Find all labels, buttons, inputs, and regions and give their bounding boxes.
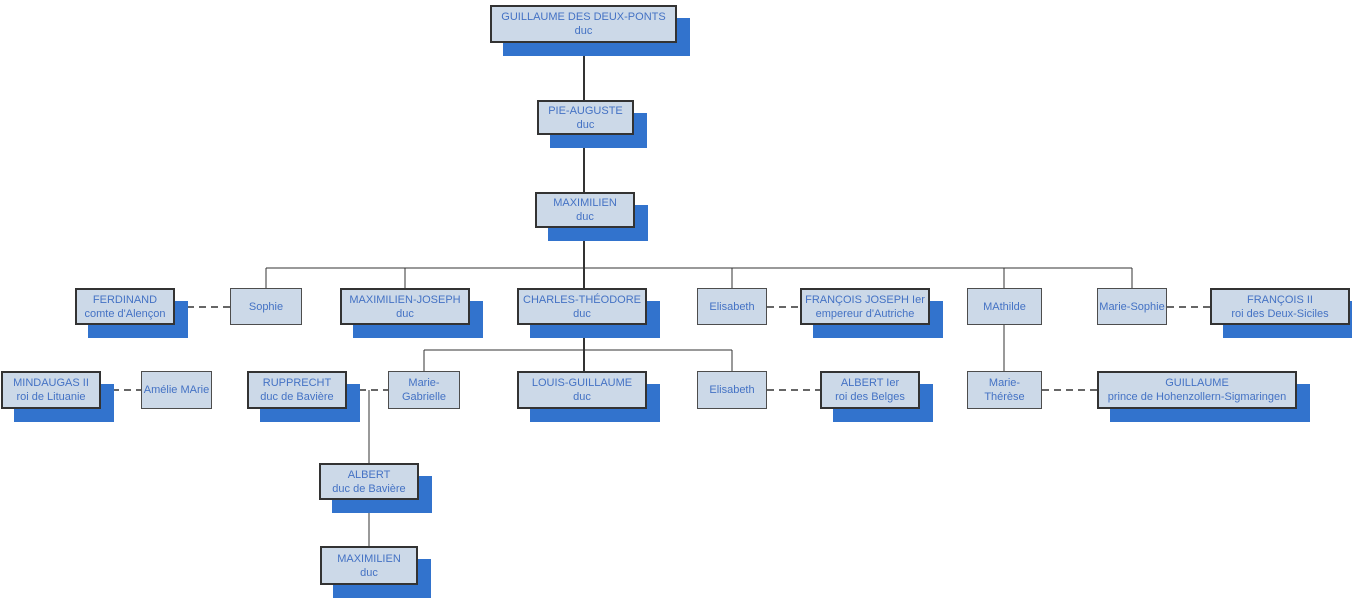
person-title: prince de Hohenzollern-Sigmaringen	[1107, 391, 1287, 403]
node-guillaume-hohenzollern[interactable]: GUILLAUME prince de Hohenzollern-Sigmari…	[1097, 371, 1297, 409]
person-name: Elisabeth	[709, 384, 755, 396]
node-ferdinand[interactable]: FERDINAND comte d'Alençon	[75, 288, 175, 325]
person-name: GUILLAUME	[1165, 377, 1229, 389]
node-elisabeth-reine[interactable]: Elisabeth	[697, 371, 767, 409]
person-title: duc de Bavière	[332, 482, 406, 495]
node-albert-ier[interactable]: ALBERT Ier roi des Belges	[820, 371, 920, 409]
person-title: duc	[576, 211, 594, 223]
person-title: duc	[573, 391, 591, 403]
node-marie-therese[interactable]: Marie- Thérèse	[967, 371, 1042, 409]
person-name: ALBERT	[347, 468, 391, 481]
person-name: ALBERT Ier	[840, 377, 900, 389]
person-name: Marie-Sophie	[1099, 300, 1165, 313]
person-name: MAXIMILIEN	[553, 197, 617, 209]
node-marie-gabrielle[interactable]: Marie- Gabrielle	[388, 371, 460, 409]
node-elisabeth-imperatrice[interactable]: Elisabeth	[697, 288, 767, 325]
node-francois-ii[interactable]: FRANÇOIS II roi des Deux-Siciles	[1210, 288, 1350, 325]
node-guillaume-des-deux-ponts[interactable]: GUILLAUME DES DEUX-PONTS duc	[490, 5, 677, 43]
person-name: FRANÇOIS II	[1246, 293, 1313, 306]
node-maximilien-joseph[interactable]: MAXIMILIEN-JOSEPH duc	[340, 288, 470, 325]
person-title: duc	[396, 307, 414, 320]
person-name: PIE-AUGUSTE	[548, 104, 623, 117]
node-pie-auguste[interactable]: PIE-AUGUSTE duc	[537, 100, 634, 135]
person-title: duc	[574, 25, 593, 37]
person-title: duc de Bavière	[260, 391, 334, 403]
person-name: LOUIS-GUILLAUME	[531, 377, 633, 389]
person-name: MAXIMILIEN	[337, 552, 401, 565]
person-title: duc	[576, 118, 595, 131]
person-name: Amélie MArie	[143, 384, 210, 396]
person-title: roi de Lituanie	[16, 391, 86, 403]
node-mathilde[interactable]: MAthilde	[967, 288, 1042, 325]
person-name: MINDAUGAS II	[13, 377, 89, 389]
node-marie-sophie[interactable]: Marie-Sophie	[1097, 288, 1167, 325]
person-name: CHARLES-THÉODORE	[523, 293, 641, 306]
person-name: Marie- Thérèse	[984, 377, 1025, 403]
person-name: Sophie	[248, 300, 284, 313]
node-maximilien-duc[interactable]: MAXIMILIEN duc	[535, 192, 635, 228]
person-title: roi des Deux-Siciles	[1231, 307, 1329, 320]
node-louis-guillaume[interactable]: LOUIS-GUILLAUME duc	[517, 371, 647, 409]
node-francois-joseph[interactable]: FRANÇOIS JOSEPH Ier empereur d'Autriche	[800, 288, 930, 325]
person-title: roi des Belges	[835, 391, 905, 403]
person-title: duc	[573, 307, 591, 320]
node-maximilien-fils[interactable]: MAXIMILIEN duc	[320, 546, 418, 585]
person-name: Marie- Gabrielle	[401, 377, 447, 403]
node-amelie-marie[interactable]: Amélie MArie	[141, 371, 212, 409]
person-title: comte d'Alençon	[84, 307, 166, 320]
person-name: MAthilde	[983, 300, 1026, 313]
node-rupprecht[interactable]: RUPPRECHT duc de Bavière	[247, 371, 347, 409]
person-name: GUILLAUME DES DEUX-PONTS	[501, 11, 666, 23]
person-title: empereur d'Autriche	[815, 307, 915, 320]
node-sophie[interactable]: Sophie	[230, 288, 302, 325]
node-albert-baviere[interactable]: ALBERT duc de Bavière	[319, 463, 419, 500]
person-name: FRANÇOIS JOSEPH Ier	[805, 293, 925, 306]
person-name: MAXIMILIEN-JOSEPH	[349, 293, 461, 306]
person-name: Elisabeth	[709, 300, 755, 313]
node-mindaugas-ii[interactable]: MINDAUGAS II roi de Lituanie	[1, 371, 101, 409]
person-name: FERDINAND	[92, 293, 158, 306]
node-charles-theodore[interactable]: CHARLES-THÉODORE duc	[517, 288, 647, 325]
person-name: RUPPRECHT	[262, 377, 332, 389]
person-title: duc	[360, 566, 378, 579]
